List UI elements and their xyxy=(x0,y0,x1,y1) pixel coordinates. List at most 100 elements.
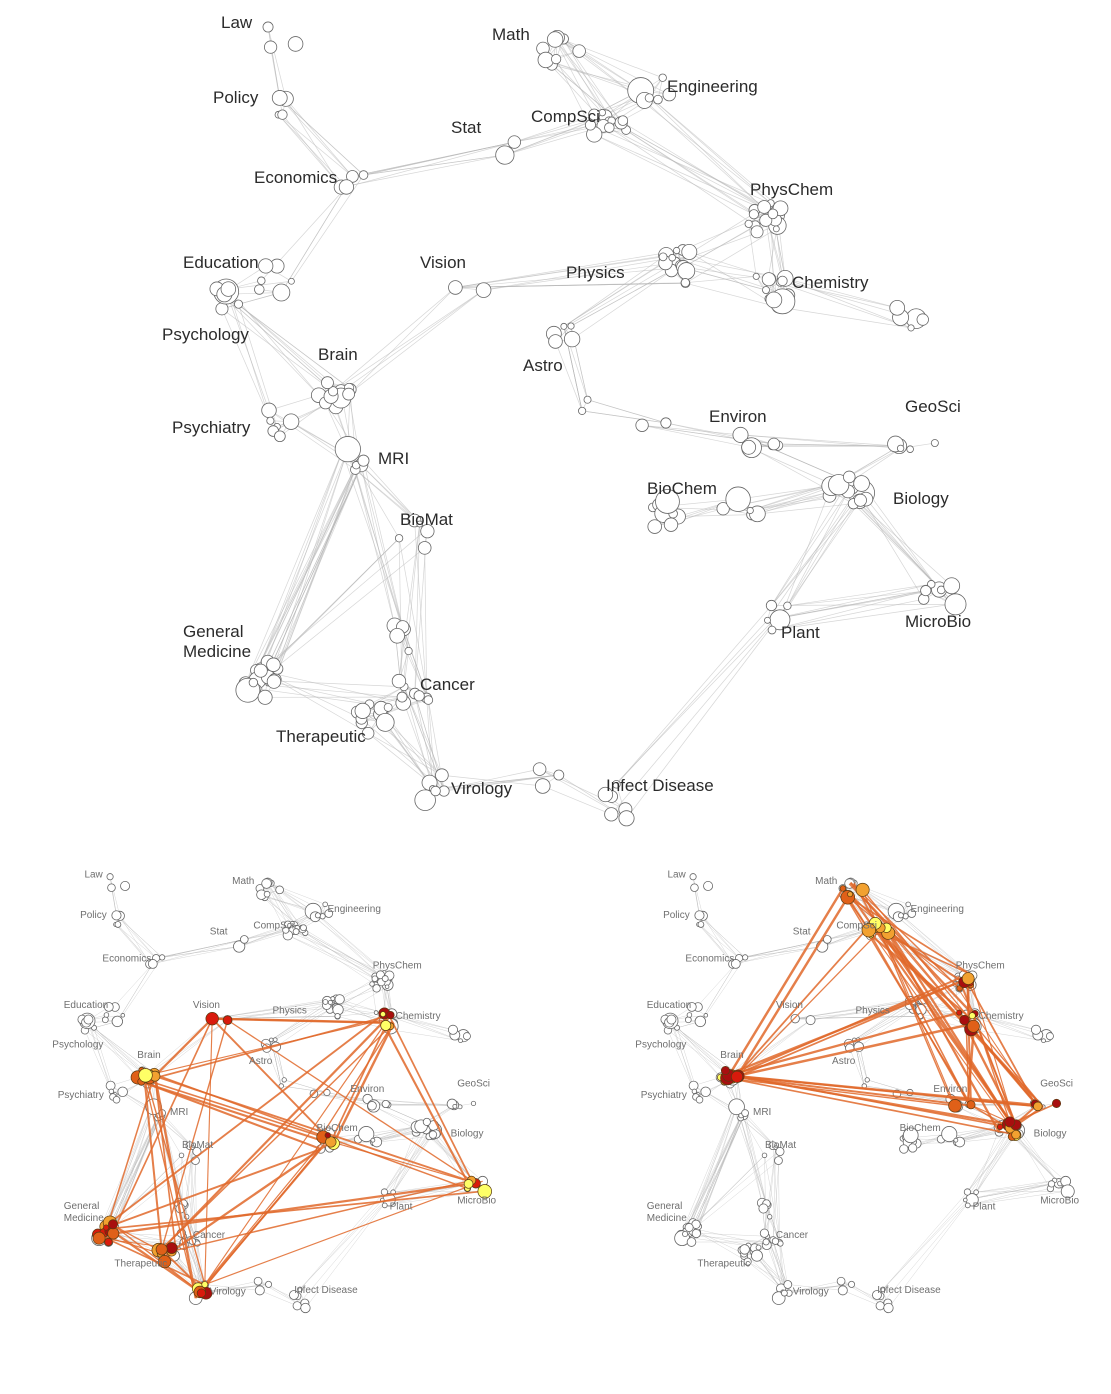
network-edge xyxy=(975,1129,1010,1193)
field-label-mri: MRI xyxy=(378,449,409,468)
activity-node xyxy=(847,891,854,898)
network-node xyxy=(275,885,284,895)
network-node xyxy=(684,1223,694,1232)
network-node xyxy=(282,413,300,430)
network-edge xyxy=(360,464,420,525)
network-edge xyxy=(671,1019,725,1082)
network-edge xyxy=(244,923,293,940)
network-edge xyxy=(974,1013,1044,1041)
network-edge xyxy=(296,1192,394,1306)
network-node xyxy=(265,1280,273,1288)
highlight-edge xyxy=(849,893,1020,1135)
network-edge xyxy=(285,929,385,973)
highlight-edge xyxy=(114,1225,201,1293)
network-node xyxy=(1045,1032,1054,1041)
network-edge xyxy=(767,483,862,621)
network-node xyxy=(686,1237,697,1247)
network-edge xyxy=(274,469,356,680)
network-edge xyxy=(384,1129,427,1193)
network-node xyxy=(300,924,307,932)
network-node xyxy=(274,430,286,443)
network-node xyxy=(266,657,281,672)
highlight-edge xyxy=(109,1190,483,1230)
network-edge xyxy=(769,1216,780,1243)
network-node xyxy=(277,109,288,120)
network-edge xyxy=(787,1284,843,1291)
network-node xyxy=(338,179,355,195)
activity-node xyxy=(956,1009,963,1016)
network-edge xyxy=(732,946,823,965)
network-edge xyxy=(369,696,403,705)
network-edge xyxy=(119,915,151,965)
network-node xyxy=(588,108,601,121)
network-edge xyxy=(212,997,337,1019)
network-edge xyxy=(279,97,353,177)
network-edge xyxy=(590,124,771,204)
network-edge xyxy=(684,1107,734,1235)
network-node xyxy=(837,1285,848,1296)
network-node xyxy=(266,674,282,689)
network-edge xyxy=(611,605,788,815)
network-edge xyxy=(971,1126,1001,1200)
activity-node xyxy=(959,1014,970,1026)
network-node xyxy=(741,439,757,455)
network-node xyxy=(271,90,288,106)
network-node xyxy=(361,726,375,740)
field-label-plant: Plant xyxy=(390,1202,413,1213)
network-node xyxy=(381,1202,388,1209)
network-edge xyxy=(975,1135,1016,1193)
network-node xyxy=(750,225,764,239)
network-edge xyxy=(680,1107,734,1235)
network-node xyxy=(462,1032,471,1041)
network-edge xyxy=(267,882,295,926)
network-edge xyxy=(967,1135,1016,1193)
network-edge xyxy=(384,1124,427,1193)
network-node xyxy=(771,1237,780,1245)
network-node xyxy=(767,208,779,220)
network-edge xyxy=(861,483,940,590)
field-label-mri: MRI xyxy=(170,1107,188,1118)
highlight-edge-layer xyxy=(97,1012,483,1299)
network-node xyxy=(916,313,929,326)
field-label-biomat: BioMat xyxy=(400,510,453,529)
field-label-virology: Virology xyxy=(451,779,513,798)
network-edge xyxy=(685,228,777,284)
network-node xyxy=(248,677,259,688)
network-edge xyxy=(849,1048,865,1087)
network-node xyxy=(330,996,336,1001)
network-edge xyxy=(555,341,583,412)
network-node xyxy=(783,601,792,610)
network-edge xyxy=(277,465,357,669)
field-label-microbio: MicroBio xyxy=(905,612,971,631)
highlight-node-layer xyxy=(92,1007,492,1300)
activity-node xyxy=(386,1010,395,1020)
activity-node xyxy=(1011,1129,1021,1140)
network-node xyxy=(725,486,751,512)
network-edge xyxy=(571,264,681,340)
field-label-physchem: PhysChem xyxy=(373,960,422,971)
field-label-therapeutic: Therapeutic xyxy=(114,1258,167,1269)
network-edge xyxy=(282,114,342,188)
network-edge xyxy=(216,288,319,396)
network-node xyxy=(414,789,436,811)
network-node xyxy=(739,1244,750,1255)
network-edge xyxy=(965,1125,1017,1201)
network-edge xyxy=(278,114,347,188)
network-edge xyxy=(260,670,404,704)
field-label-chemistry: Chemistry xyxy=(396,1011,441,1022)
field-label-stat: Stat xyxy=(210,926,228,937)
network-edge xyxy=(103,1112,163,1238)
network-edge xyxy=(779,485,832,620)
network-edge xyxy=(279,402,326,437)
network-node xyxy=(694,1015,706,1028)
network-edge xyxy=(414,520,428,699)
network-edge xyxy=(697,1115,742,1227)
network-edge xyxy=(483,262,676,291)
network-node xyxy=(752,272,760,280)
network-node xyxy=(647,519,662,534)
network-edge xyxy=(748,223,757,277)
network-node xyxy=(907,909,917,918)
network-edge xyxy=(685,282,779,308)
network-edge xyxy=(616,605,772,785)
network-edge xyxy=(542,785,612,815)
